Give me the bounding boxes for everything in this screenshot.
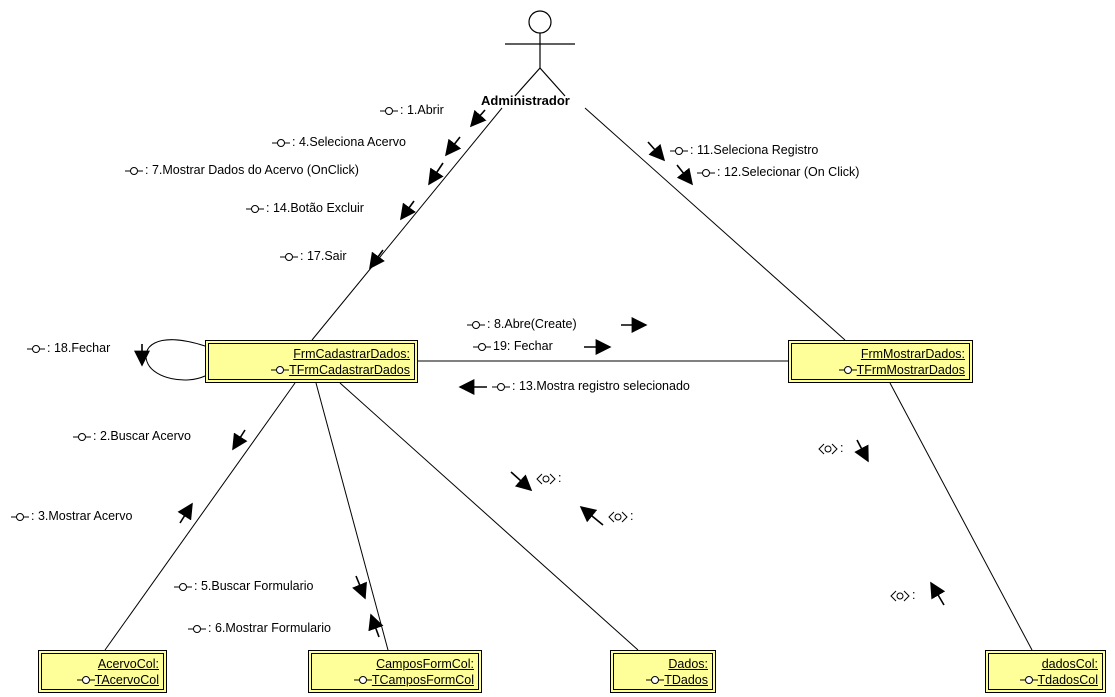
arrow-m3 [177, 502, 193, 524]
object-type: TCamposFormCol [371, 672, 474, 687]
message-icon [492, 382, 510, 391]
arrow-empty4 [930, 581, 946, 606]
message-19-fechar[interactable]: 19: Fechar [473, 338, 553, 354]
class-icon [646, 675, 665, 684]
message-icon [473, 342, 491, 351]
object-frmcadastrardados[interactable]: FrmCadastrarDados: TFrmCadastrarDados [205, 340, 418, 383]
class-icon [1019, 675, 1038, 684]
object-dadoscol[interactable]: dadosCol: TdadosCol [985, 650, 1106, 693]
message-17-sair[interactable]: : 17.Sair [280, 248, 347, 264]
message-icon [125, 166, 143, 175]
arrow-m4 [445, 136, 462, 157]
message-icon [818, 443, 838, 455]
message-14-botao-excluir[interactable]: : 14.Botão Excluir [246, 200, 364, 216]
message-icon [280, 252, 298, 261]
message-unnamed-4[interactable]: : [890, 587, 915, 603]
arrow-m12 [676, 164, 693, 186]
message-icon [380, 106, 398, 115]
class-icon [838, 365, 857, 374]
arrow-m7 [428, 162, 444, 186]
message-unnamed-1[interactable]: : [536, 470, 561, 486]
arrow-m2 [232, 429, 248, 451]
object-camposformcol[interactable]: CamposFormCol: TCamposFormCol [308, 650, 482, 693]
message-3-mostrar-acervo[interactable]: : 3.Mostrar Acervo [11, 508, 132, 524]
object-name: FrmMostrarDados: [860, 346, 965, 361]
object-dados[interactable]: Dados: TDados [610, 650, 716, 693]
object-name: AcervoCol: [97, 656, 159, 671]
message-icon [272, 138, 290, 147]
arrow-empty3 [854, 439, 869, 463]
link-actor-frmmostrar [584, 107, 846, 341]
class-icon [271, 365, 290, 374]
message-icon [11, 512, 29, 521]
arrow-empty2 [579, 505, 604, 526]
message-icon [608, 511, 628, 523]
message-unnamed-2[interactable]: : [608, 508, 633, 524]
object-type: TFrmMostrarDados [856, 362, 965, 377]
class-icon [76, 675, 95, 684]
message-icon [174, 582, 192, 591]
arrow-m6 [368, 613, 384, 638]
arrow-m14 [400, 200, 416, 221]
object-name: dadosCol: [1041, 656, 1098, 671]
message-18-fechar[interactable]: : 18.Fechar [27, 340, 110, 356]
message-6-mostrar-formulario[interactable]: : 6.Mostrar Formulario [188, 620, 331, 636]
link-frmcadastrar-dados [339, 382, 639, 651]
message-icon [890, 590, 910, 602]
message-icon [697, 168, 715, 177]
message-icon [27, 344, 45, 353]
object-name: FrmCadastrarDados: [293, 346, 410, 361]
arrow-m5 [352, 575, 367, 600]
object-type: TDados [664, 672, 708, 687]
message-5-buscar-formulario[interactable]: : 5.Buscar Formulario [174, 578, 313, 594]
arrow-m1 [469, 109, 487, 128]
message-12-selecionar[interactable]: : 12.Selecionar (On Click) [697, 164, 859, 180]
object-acervocol[interactable]: AcervoCol: TAcervoCol [38, 650, 167, 693]
class-icon [353, 675, 372, 684]
message-icon [536, 473, 556, 485]
message-unnamed-3[interactable]: : [818, 440, 843, 456]
message-2-buscar-acervo[interactable]: : 2.Buscar Acervo [73, 428, 191, 444]
object-type: TAcervoCol [94, 672, 159, 687]
object-frmmostrardados[interactable]: FrmMostrarDados: TFrmMostrarDados [788, 340, 973, 383]
message-1-abrir[interactable]: : 1.Abrir [380, 102, 444, 118]
arrow-m17 [369, 249, 385, 270]
link-frmmostrar-dadoscol [889, 382, 1033, 651]
link-actor-frmcadastrar [311, 107, 503, 341]
message-icon [670, 146, 688, 155]
object-name: Dados: [668, 656, 708, 671]
object-type: TFrmCadastrarDados [289, 362, 410, 377]
object-type: TdadosCol [1037, 672, 1098, 687]
message-icon [73, 432, 91, 441]
message-4-seleciona-acervo[interactable]: : 4.Seleciona Acervo [272, 134, 406, 150]
message-11-seleciona-registro[interactable]: : 11.Seleciona Registro [670, 142, 818, 158]
arrow-empty1 [510, 471, 533, 492]
self-link-frmcadastrar [145, 339, 206, 381]
actor-name: Administrador [481, 93, 570, 108]
link-frmcadastrar-acervocol [104, 382, 296, 651]
link-frmcadastrar-camposformcol [315, 382, 389, 651]
object-name: CamposFormCol: [376, 656, 474, 671]
message-icon [246, 204, 264, 213]
actor-figure[interactable] [505, 10, 575, 97]
message-13-mostra-registro[interactable]: : 13.Mostra registro selecionado [492, 378, 690, 394]
arrow-m11 [647, 141, 666, 162]
message-7-mostrar-dados[interactable]: : 7.Mostrar Dados do Acervo (OnClick) [125, 162, 359, 178]
message-icon [188, 624, 206, 633]
message-icon [467, 320, 485, 329]
message-8-abre-create[interactable]: : 8.Abre(Create) [467, 316, 577, 332]
